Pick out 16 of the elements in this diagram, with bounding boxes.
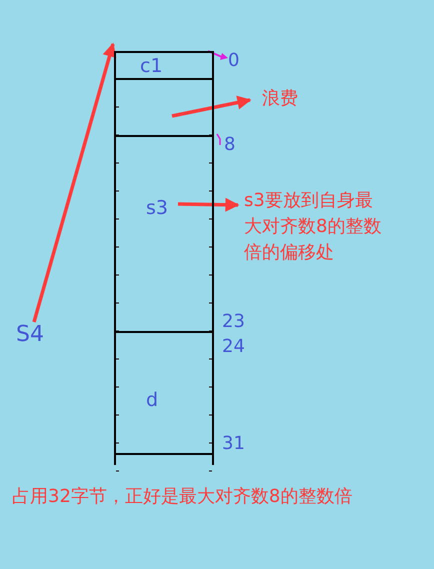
annotation-text: 浪费 xyxy=(262,87,298,110)
offset-number: 8 xyxy=(224,134,236,155)
offset-number: 23 xyxy=(222,311,245,332)
field-name: d xyxy=(146,389,158,411)
annotation-text: S4 xyxy=(16,322,44,347)
field-name: c1 xyxy=(140,55,163,77)
summary-note: 占用32字节，正好是最大对齐数8的整数倍 xyxy=(12,485,352,508)
offset-number: 31 xyxy=(222,433,245,454)
offset-number: 24 xyxy=(222,336,245,357)
arrow xyxy=(172,96,252,118)
annotation-text: s3要放到自身最大对齐数8的整数倍的偏移处 xyxy=(244,189,382,265)
arrow xyxy=(178,198,240,212)
field-name: s3 xyxy=(146,197,168,219)
offset-number: 0 xyxy=(228,50,240,71)
memory-cell xyxy=(116,331,214,455)
arrow xyxy=(32,42,116,322)
